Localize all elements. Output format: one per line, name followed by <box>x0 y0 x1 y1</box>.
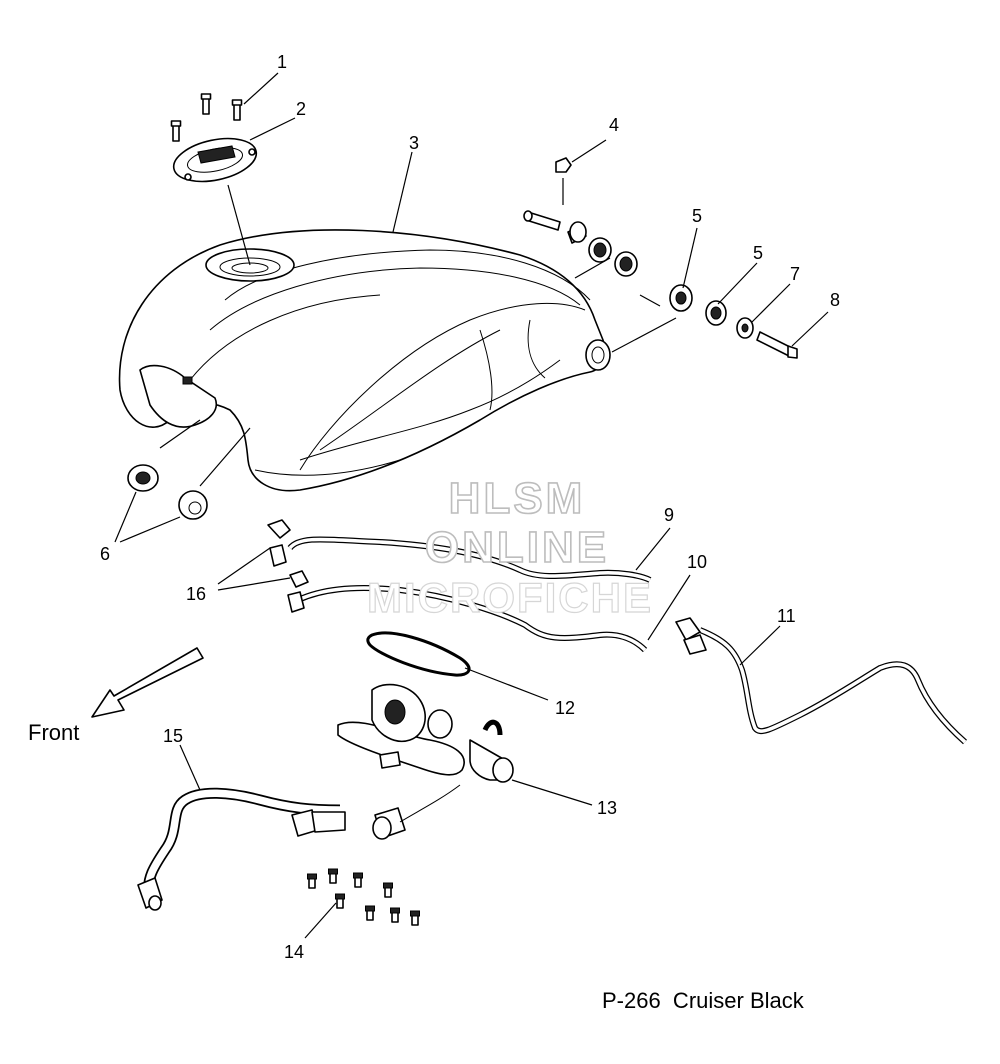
callout-13: 13 <box>597 798 617 818</box>
watermark-line-3: MICROFICHE <box>367 574 653 621</box>
callout-5b: 5 <box>753 243 763 263</box>
callout-7: 7 <box>790 264 800 284</box>
fuel-pump-assembly <box>337 683 514 840</box>
callout-4: 4 <box>609 115 619 135</box>
grommets <box>127 464 208 520</box>
callout-8: 8 <box>830 290 840 310</box>
callout-3: 3 <box>409 133 419 153</box>
watermark: HLSM ONLINE MICROFICHE <box>366 473 653 621</box>
vent-hoses <box>267 519 652 653</box>
fuel-tank <box>118 229 611 492</box>
callouts: 1 2 3 4 5 5 6 7 8 9 10 11 12 13 14 <box>100 52 840 962</box>
callout-2: 2 <box>296 99 306 119</box>
callout-15: 15 <box>163 726 183 746</box>
overflow-hose <box>675 617 967 745</box>
callout-9: 9 <box>664 505 674 525</box>
callout-12: 12 <box>555 698 575 718</box>
fuel-hose <box>137 787 346 911</box>
fuel-pump-cover <box>172 137 258 266</box>
callout-5a: 5 <box>692 206 702 226</box>
front-direction-arrow: Front <box>28 647 204 745</box>
diagram-caption: P-266 Cruiser Black <box>602 988 804 1013</box>
gasket <box>366 631 471 677</box>
callout-10: 10 <box>687 552 707 572</box>
front-label: Front <box>28 720 79 745</box>
callout-1: 1 <box>277 52 287 72</box>
callout-16: 16 <box>186 584 206 604</box>
callout-14: 14 <box>284 942 304 962</box>
callout-6: 6 <box>100 544 110 564</box>
watermark-line-1: HLSM <box>449 474 586 523</box>
bolts-1 <box>170 93 243 142</box>
watermark-line-2: ONLINE <box>425 523 609 572</box>
callout-11: 11 <box>777 606 796 626</box>
mount-hardware <box>523 157 798 359</box>
screws-14 <box>307 868 420 926</box>
